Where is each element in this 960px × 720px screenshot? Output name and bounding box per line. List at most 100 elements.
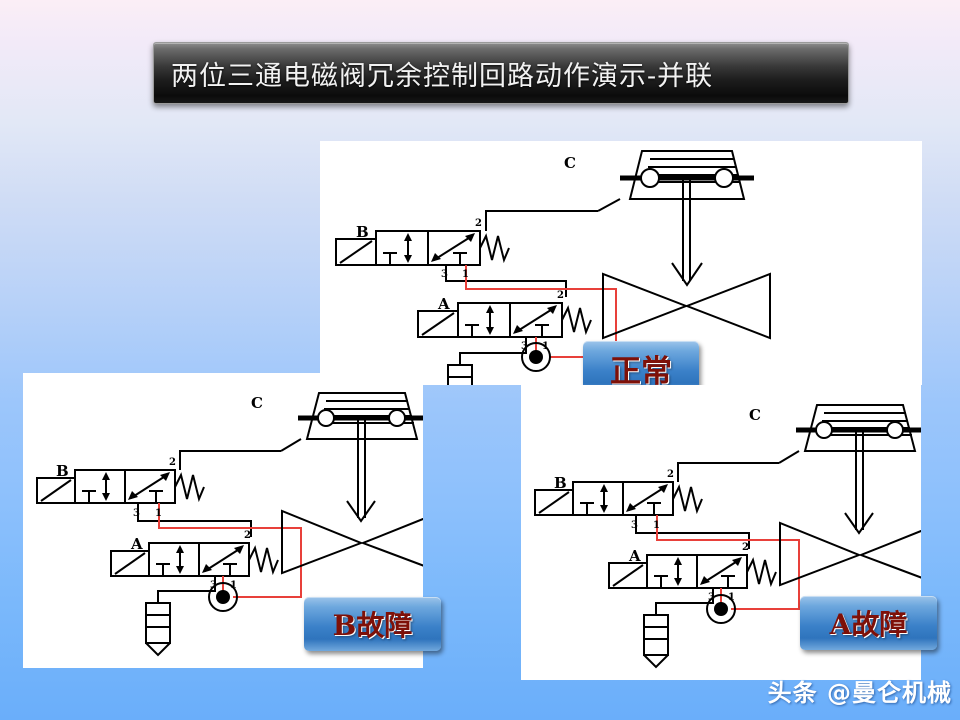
control-valve-body <box>602 272 771 340</box>
pneumatic-circuit-normal: B A C 2 3 1 2 3 1 <box>335 150 771 385</box>
pipe-a3-to-muffler <box>459 337 527 365</box>
valve-b-port-2-label: 2 <box>169 457 176 468</box>
valve-b-right-diagonal <box>628 486 666 511</box>
valve-a-port-1-label: 1 <box>542 341 549 352</box>
pneumatic-circuit-b-fault: B A C 2 3 1 2 3 1 <box>36 392 423 657</box>
valve-a-position-left <box>457 302 511 338</box>
valve-a-solenoid-slash <box>612 564 644 587</box>
valve-a-port-2-label: 2 <box>742 542 749 553</box>
valve-b-return-spring <box>479 233 510 264</box>
valve-b-right-arrow-head-2 <box>658 484 668 493</box>
valve-b-right-diagonal <box>130 474 168 499</box>
air-pressure-source <box>706 594 736 624</box>
valve-a-right-arrow-head-2 <box>547 305 557 314</box>
valve-a-left-arrow-up <box>674 557 682 565</box>
valve-b-solenoid-slash <box>40 479 72 502</box>
valve-a-right-diagonal <box>204 547 242 572</box>
pipe-b2-to-c-run <box>179 450 281 470</box>
muffler-silencer <box>145 602 171 657</box>
output-line-label-c: C <box>749 406 761 424</box>
valve-b-port-3-label: 3 <box>133 508 140 519</box>
muffler-silencer <box>643 614 669 669</box>
valve-a-label: A <box>130 535 143 553</box>
valve-a-left-arrow-up <box>176 545 184 553</box>
valve-b-label: B <box>356 223 369 241</box>
valve-b-right-arrow-head-3 <box>128 491 138 500</box>
valve-b-solenoid-slash <box>538 491 570 514</box>
valve-b-return-spring <box>672 484 703 515</box>
status-badge-normal-label: 正常 <box>610 353 672 390</box>
valve-a-port-2-label: 2 <box>244 530 251 541</box>
valve-b-return-spring <box>174 472 205 503</box>
status-badge-a-fault[interactable]: A故障 <box>800 596 937 650</box>
valve-a-left-arrow-down <box>486 327 494 335</box>
valve-a-port-3-label: 3 <box>708 592 715 603</box>
valve-a-label: A <box>628 547 641 565</box>
valve-b-port-2-label: 2 <box>475 218 482 229</box>
pipe-a3-to-muffler <box>655 588 714 615</box>
valve-b-port-1-label: 1 <box>462 269 469 280</box>
valve-a-left-arrow-down <box>176 566 184 574</box>
valve-b-left-arrow-up <box>600 484 608 492</box>
pipe-pressure-supply-network <box>656 515 800 610</box>
pipe-c-branch-to-actuator <box>280 438 302 452</box>
valve-b-port-3-label: 3 <box>441 269 448 280</box>
valve-b-left-arrow-down <box>102 493 110 501</box>
valve-b-right-arrow-head-3 <box>431 253 441 262</box>
valve-b-label: B <box>554 474 567 492</box>
valve-b-left-arrow-up <box>102 472 110 480</box>
air-pressure-source <box>208 582 238 612</box>
air-pressure-source <box>521 342 551 372</box>
channel-watermark: 头条 @曼仑机械 <box>767 679 952 707</box>
valve-a-return-spring <box>746 557 777 588</box>
valve-a-port-3-label: 3 <box>521 341 528 352</box>
valve-a-right-arrow-head-3 <box>513 325 523 334</box>
valve-a-right-arrow-head-2 <box>732 557 742 566</box>
valve-b-right-arrow-head-2 <box>465 233 475 242</box>
diaphragm-actuator <box>620 150 754 287</box>
valve-b-solenoid-slash <box>339 240 373 264</box>
pipe-b2-to-c-run <box>677 462 779 482</box>
valve-a-position-left <box>148 542 200 577</box>
valve-a-return-spring <box>248 545 279 576</box>
output-line-label-c: C <box>564 154 576 172</box>
valve-a-solenoid-slash <box>114 552 146 575</box>
valve-a-port-2-label: 2 <box>557 290 564 301</box>
diaphragm-actuator <box>298 392 423 523</box>
valve-b-position-left <box>572 481 624 516</box>
valve-b-position-left <box>74 469 126 504</box>
valve-b-left-arrow-up <box>404 233 412 241</box>
valve-a-right-arrow-head-3 <box>700 576 710 585</box>
pipe-b2-to-c-run <box>485 210 598 231</box>
valve-a-right-diagonal <box>515 307 555 333</box>
valve-a-solenoid-slash <box>421 312 455 336</box>
valve-b-port-3-label: 3 <box>631 520 638 531</box>
valve-a-right-arrow-head-3 <box>202 564 212 573</box>
valve-b-port-2-label: 2 <box>667 469 674 480</box>
control-valve-body <box>281 509 423 575</box>
page-title: 两位三通电磁阀冗余控制回路动作演示-并联 <box>171 60 714 92</box>
valve-b-right-arrow-head-2 <box>160 472 170 481</box>
valve-b-left-arrow-down <box>600 505 608 513</box>
slide-title-bar: 两位三通电磁阀冗余控制回路动作演示-并联 <box>153 42 849 104</box>
valve-b-position-left <box>375 230 429 266</box>
valve-b-port-1-label: 1 <box>155 508 162 519</box>
output-line-label-c: C <box>251 394 263 412</box>
valve-a-port-1-label: 1 <box>728 592 735 603</box>
valve-a-port-1-label: 1 <box>230 580 237 591</box>
pipe-a3-to-muffler <box>157 576 216 603</box>
pipe-c-branch-to-actuator <box>597 198 621 212</box>
pipe-pressure-supply-network <box>158 503 302 598</box>
valve-a-position-left <box>646 554 698 589</box>
valve-a-port-3-label: 3 <box>210 580 217 591</box>
valve-a-return-spring <box>561 305 592 336</box>
valve-b-port-1-label: 1 <box>653 520 660 531</box>
status-badge-b-fault[interactable]: B故障 <box>304 597 441 651</box>
valve-b-right-arrow-head-3 <box>626 503 636 512</box>
diaphragm-actuator <box>796 404 921 535</box>
valve-a-right-arrow-head-2 <box>234 545 244 554</box>
valve-b-right-diagonal <box>433 235 473 261</box>
valve-a-label: A <box>437 295 450 313</box>
valve-b-left-arrow-down <box>404 255 412 263</box>
